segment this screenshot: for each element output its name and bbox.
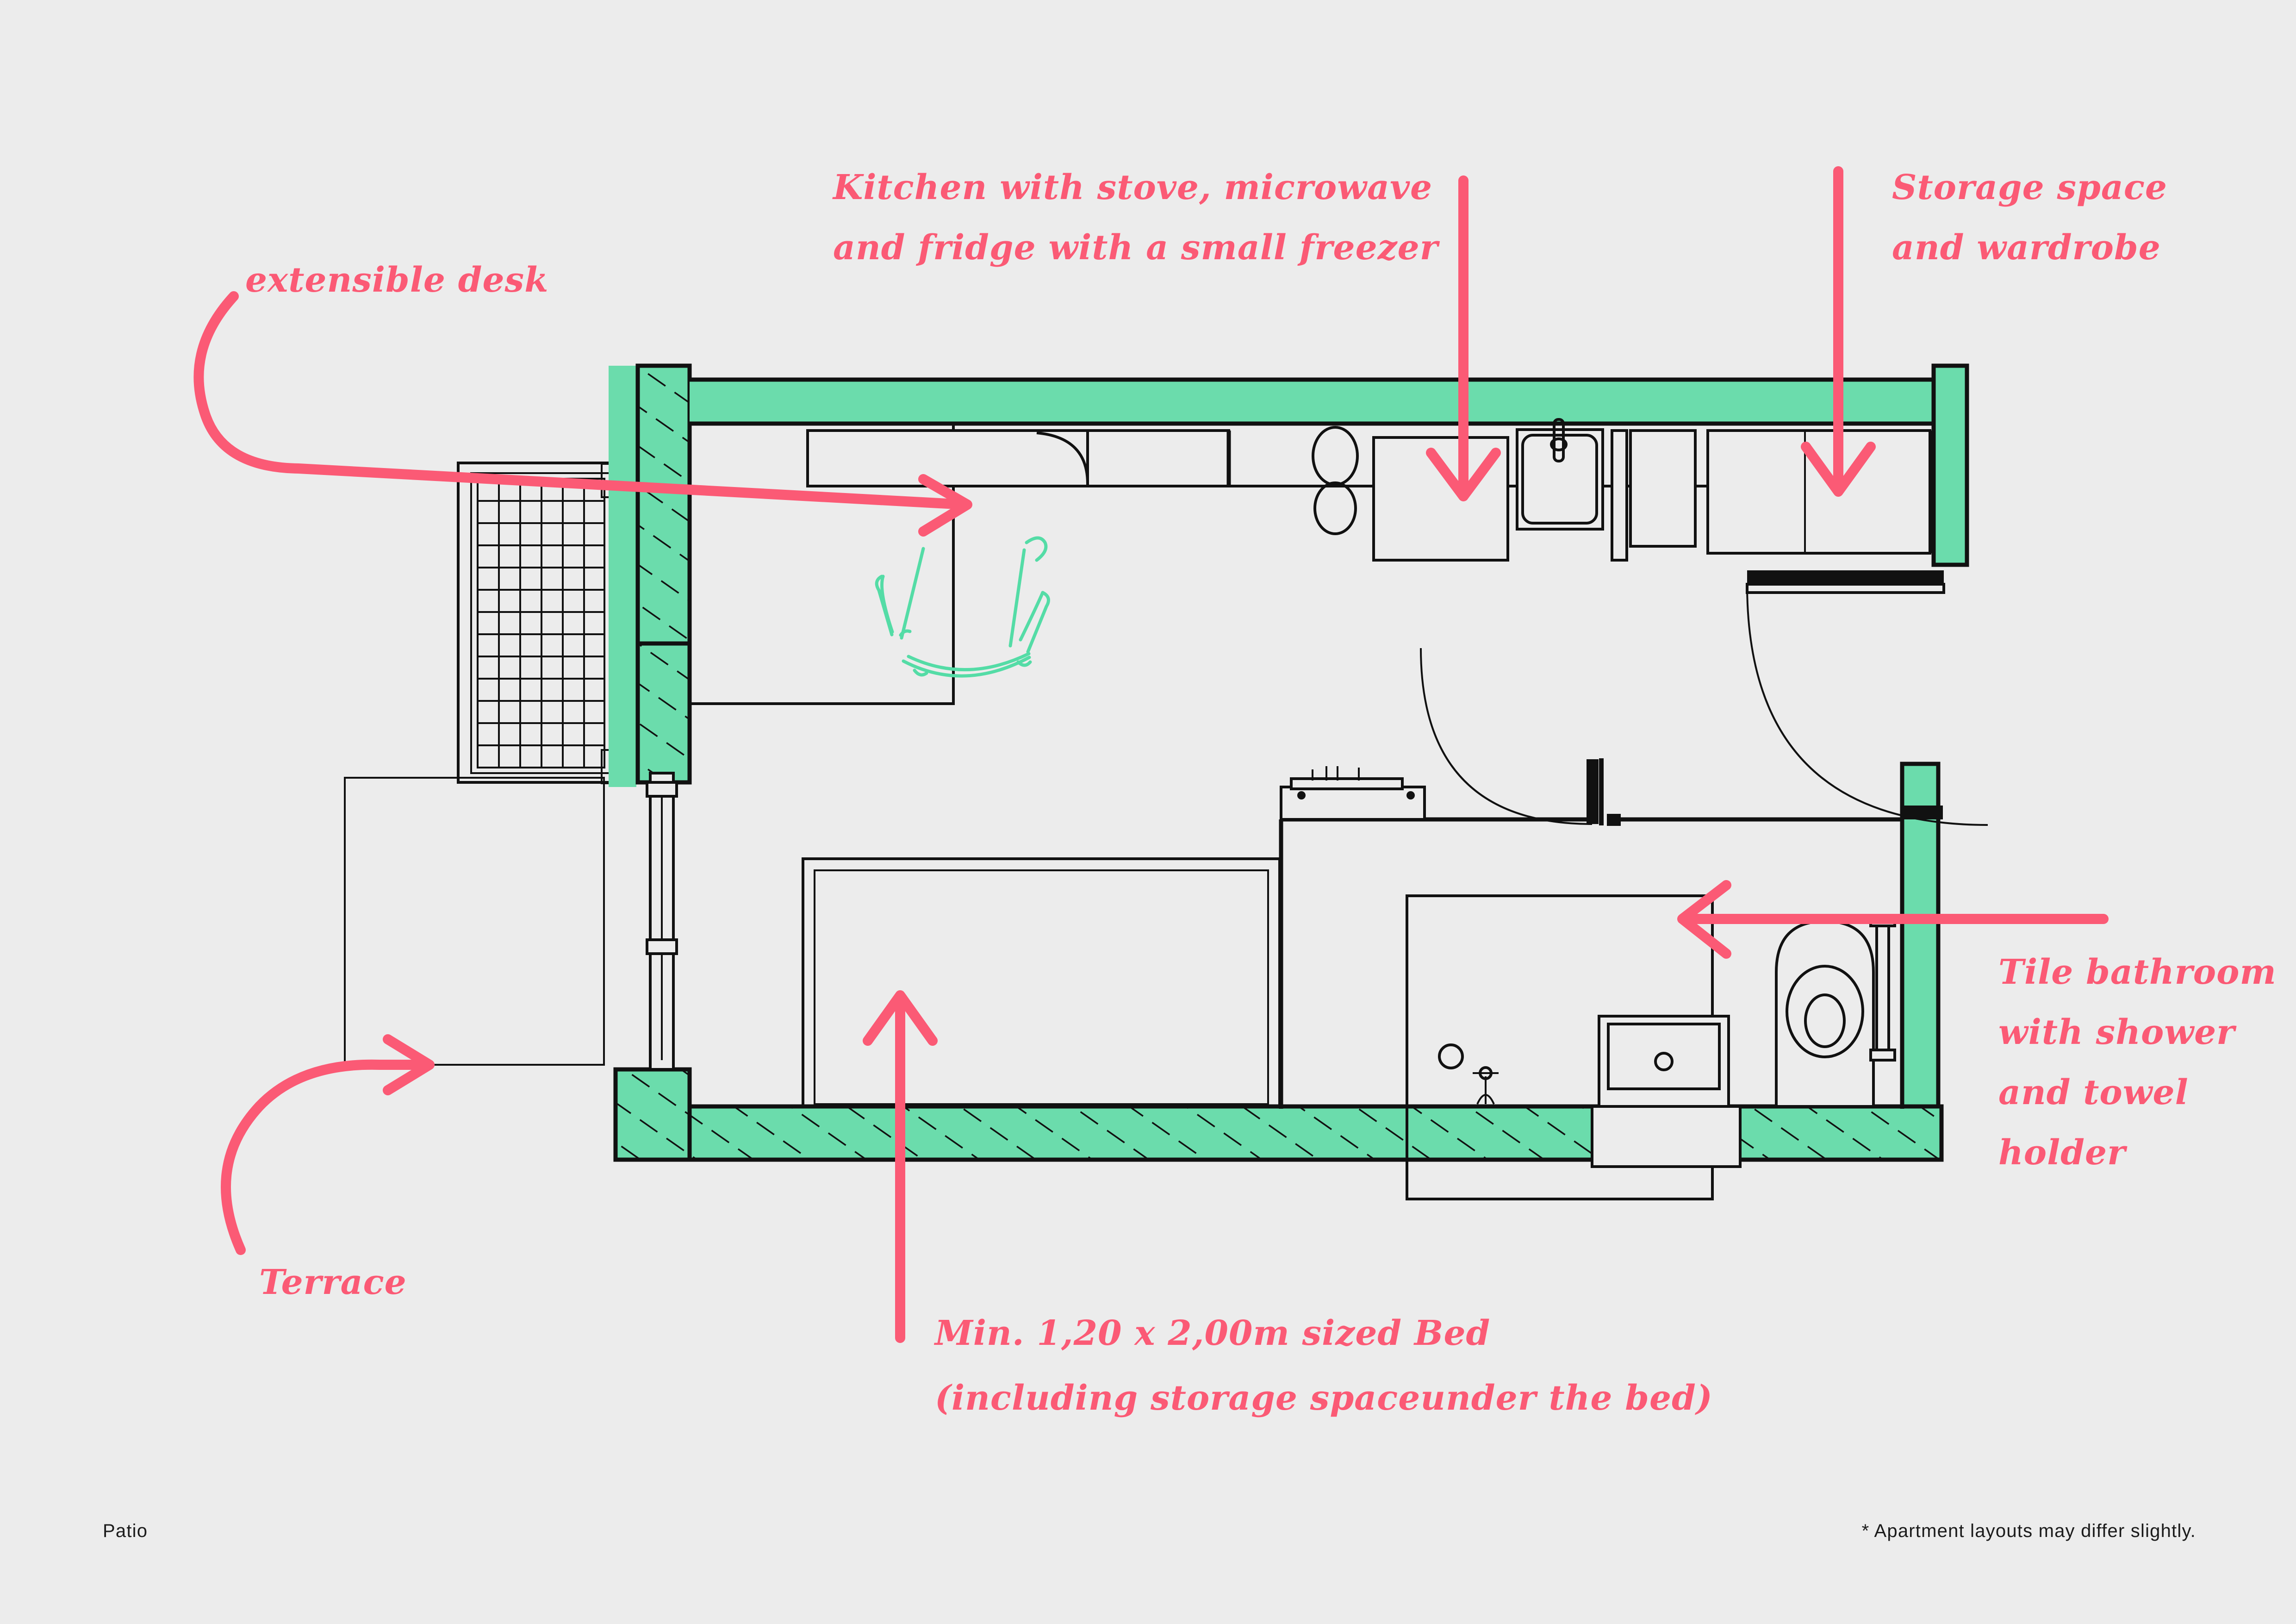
label-storage-line1: Storage space <box>1892 168 2167 207</box>
arrow-extensible-desk <box>193 291 972 537</box>
shower-mixer <box>1473 1066 1499 1105</box>
label-bed-line2: (including storage spaceunder the bed) <box>935 1378 1713 1418</box>
label-bed-line1: Min. 1,20 x 2,00m sized Bed <box>933 1313 1490 1353</box>
arrow-bathroom <box>1677 880 2109 959</box>
label-storage-line2: and wardrobe <box>1892 228 2161 268</box>
burner-large <box>1312 426 1359 486</box>
label-bathroom-line1: Tile bathroom <box>1998 952 2277 992</box>
label-kitchen-line2: and fridge with a small freezer <box>833 228 1440 268</box>
burner-small <box>1313 481 1357 535</box>
window-grille <box>457 462 637 784</box>
bed <box>802 857 1281 1108</box>
footer-disclaimer: * Apartment layouts may differ slightly. <box>1862 1521 2196 1541</box>
wall-north <box>690 377 1967 426</box>
wall-west-upper <box>609 366 636 695</box>
wall-southwest-corner <box>613 1067 692 1162</box>
desk-chair-sketch <box>875 536 1050 678</box>
kitchen-sink <box>1516 418 1604 531</box>
terrace-outline-b <box>344 777 605 1066</box>
extensible-desk-counter <box>688 424 1230 705</box>
stove-hob <box>1312 426 1359 535</box>
wall-west-lower <box>609 694 636 787</box>
arrow-bed <box>863 990 938 1343</box>
footer-patio-label: Patio <box>103 1521 148 1541</box>
wall-northeast-corner <box>1931 363 1969 567</box>
wall-west-hatched <box>635 363 692 646</box>
label-kitchen-line1: Kitchen with stove, microwave <box>832 168 1432 207</box>
label-bathroom-line2: with shower <box>1998 1012 2237 1052</box>
bar-counter <box>1280 766 1426 821</box>
entry-door <box>1746 570 1988 826</box>
shower-drain <box>1438 1043 1464 1069</box>
fridge-column <box>1611 429 1697 562</box>
kitchen-counter <box>953 418 1935 562</box>
label-bathroom-line4: holder <box>1998 1133 2128 1173</box>
storage-wardrobe-cabinets <box>1706 429 1935 555</box>
label-terrace: Terrace <box>259 1262 407 1302</box>
label-bathroom-line3: and towel <box>1998 1073 2189 1112</box>
arrow-storage <box>1801 166 1876 497</box>
shower-tray <box>1406 894 1714 1200</box>
arrow-terrace <box>221 1034 435 1255</box>
label-extensible-desk: extensible desk <box>245 260 549 300</box>
bathroom-door <box>1420 648 1621 826</box>
washbasin <box>1591 1015 1742 1168</box>
sliding-door-jamb <box>646 772 678 1071</box>
arrow-kitchen <box>1426 175 1501 501</box>
